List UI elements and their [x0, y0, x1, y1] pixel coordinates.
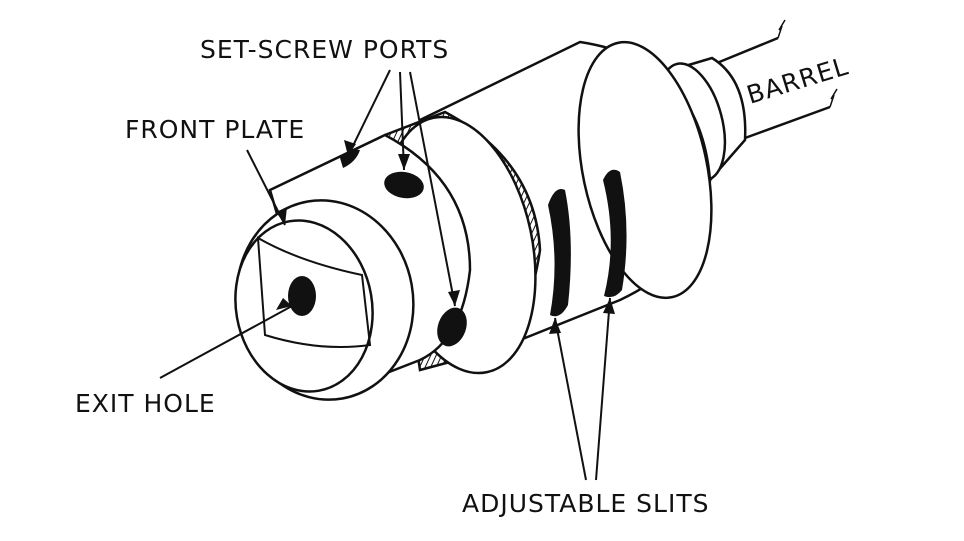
leader-set-screw-2 [399, 71, 405, 171]
leader-lines [159, 69, 611, 481]
leader-set-screw-1 [347, 69, 391, 157]
set-screw-port-bottom [437, 307, 467, 347]
label-exit-hole: EXIT HOLE [75, 389, 216, 418]
leader-slit-1 [554, 317, 587, 481]
set-screw-port-top [384, 171, 424, 199]
label-front-plate: FRONT PLATE [125, 115, 305, 144]
set-screw-ports [340, 149, 467, 347]
leader-exit-hole [159, 305, 293, 379]
slit-1 [548, 189, 571, 317]
arrow-heads [276, 140, 615, 334]
leader-set-screw-3 [409, 71, 456, 307]
label-set-screw-ports: SET-SCREW PORTS [200, 35, 449, 64]
adjustable-slits [548, 169, 627, 317]
label-barrel: BARREL [743, 51, 852, 109]
barrel-tube [711, 19, 838, 140]
exit-hole [288, 276, 316, 316]
label-adjustable-slits: ADJUSTABLE SLITS [462, 489, 709, 518]
set-screw-port-side [340, 149, 360, 168]
leader-slit-2 [595, 297, 611, 481]
slit-2 [603, 169, 627, 298]
